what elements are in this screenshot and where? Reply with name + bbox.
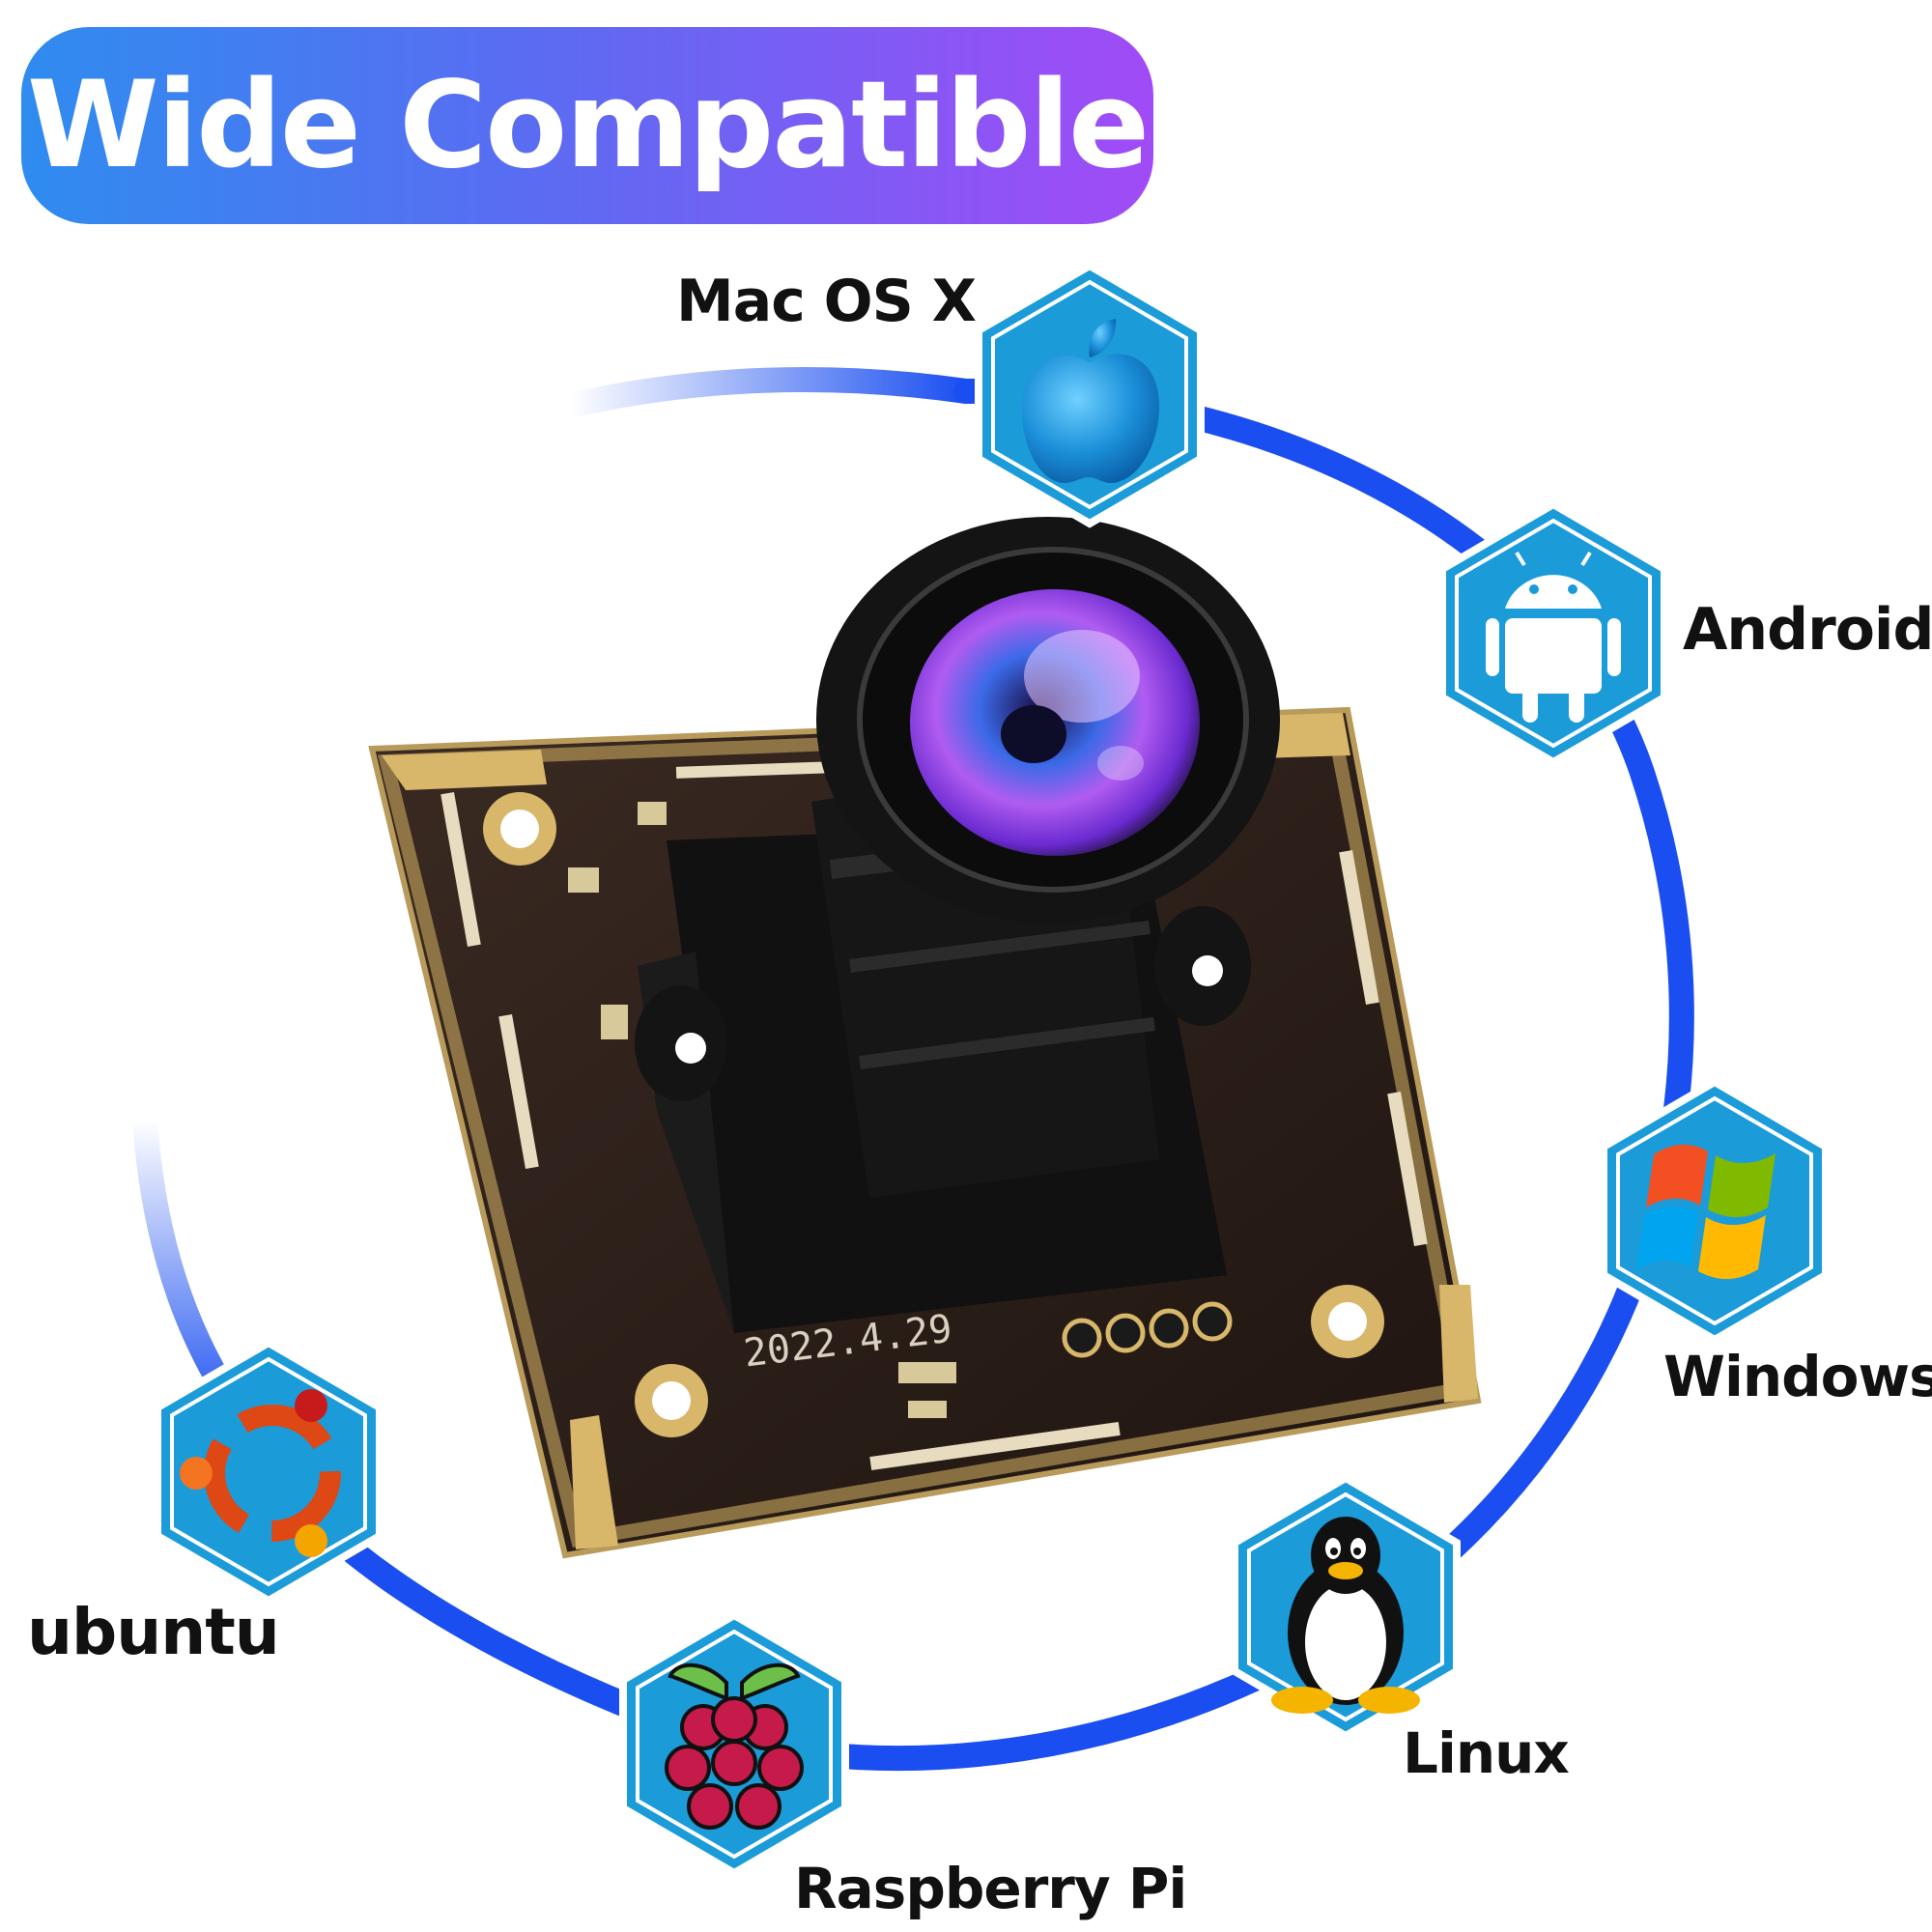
header-pins [1062, 1301, 1233, 1358]
platform-label: ubuntu [27, 1595, 279, 1669]
mounting-hole [635, 1364, 708, 1437]
ubuntu-icon [180, 1389, 341, 1557]
platform-label: Windows [1663, 1344, 1932, 1409]
platform-ubuntu: ubuntu [27, 1338, 384, 1669]
platform-android: Android [1438, 499, 1932, 767]
android-icon [1486, 551, 1621, 723]
apple-icon [1022, 319, 1159, 483]
linux-penguin-icon [1271, 1517, 1420, 1714]
windows-icon [1636, 1144, 1776, 1280]
platform-label: Mac OS X [676, 268, 977, 335]
platform-label: Android [1683, 596, 1932, 664]
platform-windows: Windows [1600, 1077, 1932, 1409]
platform-linux: Linux [1231, 1473, 1570, 1786]
platform-mac-os-x: Mac OS X [676, 261, 1205, 528]
raspberry-pi-icon [665, 1662, 804, 1830]
platform-label: Linux [1403, 1720, 1569, 1786]
mounting-hole [483, 792, 556, 866]
title-banner: Wide Compatible [21, 27, 1153, 224]
mounting-hole [1311, 1285, 1384, 1358]
camera-module: 2022.4.29 [368, 517, 1482, 1559]
platform-raspberry-pi: Raspberry Pi [619, 1610, 1187, 1921]
page-title: Wide Compatible [26, 56, 1150, 195]
platform-label: Raspberry Pi [794, 1856, 1186, 1921]
